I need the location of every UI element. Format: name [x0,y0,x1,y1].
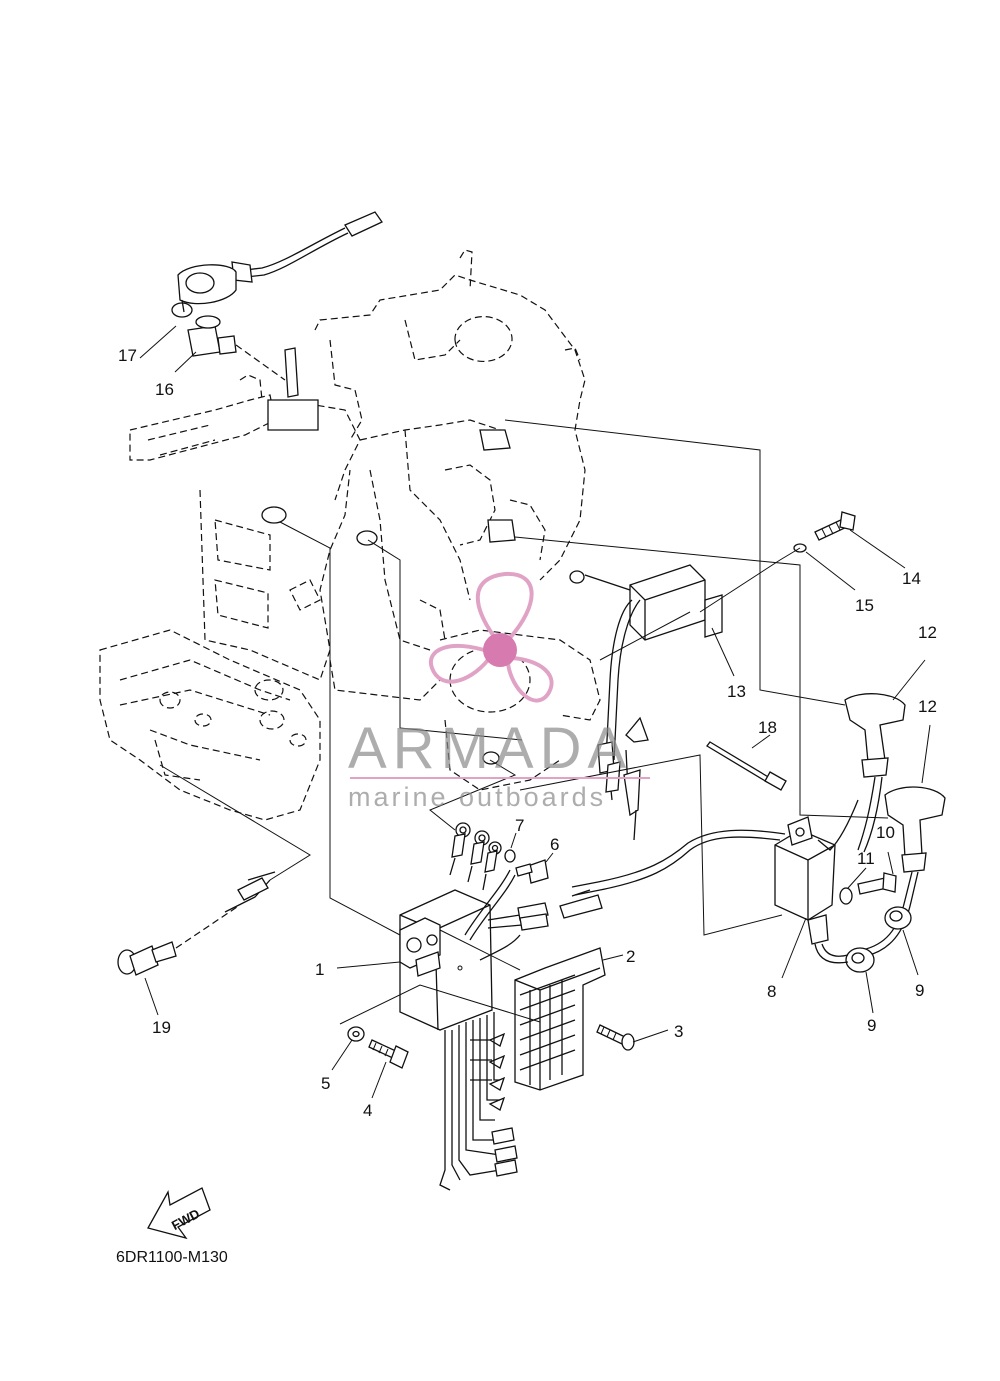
callout-11: 11 [857,849,875,868]
terminal-bracket-2 [514,947,606,1091]
callout-1: 1 [315,960,324,979]
callout-4: 4 [363,1101,372,1120]
bolt-4 [368,1039,409,1069]
brand-name: ARMADA [348,716,632,781]
screw-6 [515,859,549,884]
callout-14: 14 [902,569,921,588]
callout-17: 17 [118,346,137,365]
drawing-code: 6DR1100-M130 [116,1249,228,1266]
washer-5 [347,1026,365,1042]
washer-11 [839,887,853,905]
sensor-19 [117,871,276,976]
washer-7 [504,849,516,863]
callout-19: 19 [152,1018,171,1037]
leader-lines [139,325,931,1099]
bolt-14 [814,511,856,541]
callout-12-lower: 12 [918,697,937,716]
propeller-logo-icon [428,571,554,703]
grommet-9-right [884,906,912,930]
callout-2: 2 [626,947,635,966]
callout-13: 13 [727,682,746,701]
ring-terminals [449,822,502,891]
callout-18: 18 [758,718,777,737]
callout-8: 8 [767,982,776,1001]
callout-9-right: 9 [915,981,924,1000]
spark-plug-cap-17 [171,211,383,318]
plug-cap-12-lower [861,786,946,957]
plug-cap-12-upper [844,693,906,853]
screw-3 [596,1024,635,1051]
ignition-coil-8 [559,799,859,964]
armada-watermark: ARMADA marine outboards [348,571,650,812]
engine-block-outline [99,249,601,821]
callout-9-left: 9 [867,1016,876,1035]
mounting-bosses [261,347,516,765]
grommet-9-left [845,947,875,973]
callout-7: 7 [515,816,524,835]
callout-12-upper: 12 [918,623,937,642]
bolt-10 [857,872,897,895]
forward-arrow: FWD [147,1187,211,1240]
callout-6: 6 [550,835,559,854]
cable-tie-18 [706,741,787,791]
callouts: 1 2 3 4 5 6 7 8 9 9 10 11 12 12 13 14 15… [118,346,937,1120]
callout-5: 5 [321,1074,330,1093]
callout-10: 10 [876,823,895,842]
brand-tagline: marine outboards [348,782,606,812]
ignition-module-13 [569,564,723,841]
cdi-unit-1 [399,869,549,1191]
callout-3: 3 [674,1022,683,1041]
callout-16: 16 [155,380,174,399]
sensor-16 [187,315,286,381]
callout-15: 15 [855,596,874,615]
